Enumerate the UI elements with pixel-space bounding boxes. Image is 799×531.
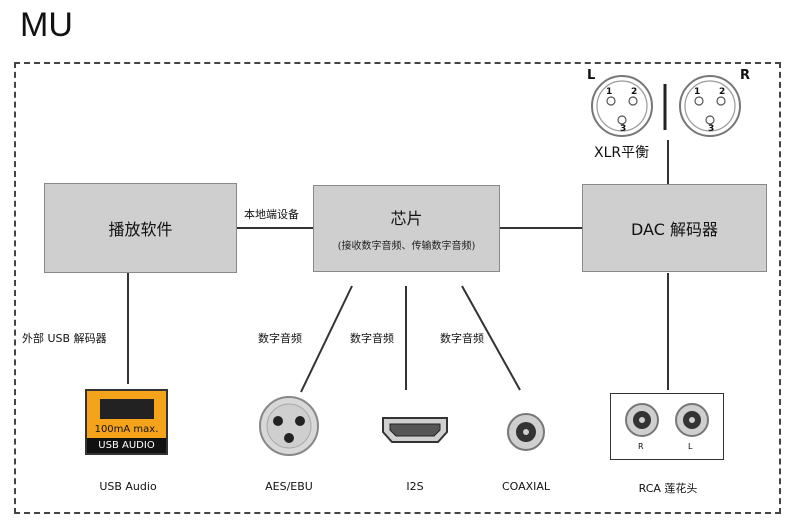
xlr-r-pin1: 1 xyxy=(694,87,701,97)
xlr-right-label: R xyxy=(740,68,751,83)
usb-port-icon xyxy=(100,399,154,419)
rca-left-label: L xyxy=(688,442,693,451)
output-label-aes-ebu: AES/EBU xyxy=(265,480,313,493)
output-label-usb-audio: USB Audio xyxy=(99,480,157,493)
digital-audio-label-coax: 数字音频 xyxy=(440,332,484,345)
digital-audio-label-i2s: 数字音频 xyxy=(350,332,394,345)
coaxial-connector-icon xyxy=(507,413,545,451)
chip-box: 芯片 (接收数字音频、传输数字音频) xyxy=(313,185,500,272)
link-chip-coax xyxy=(461,285,521,391)
usb-spec-label: 100mA max. xyxy=(94,424,159,435)
external-usb-label: 外部 USB 解码器 xyxy=(22,332,107,345)
rca-right-label: R xyxy=(638,442,644,451)
dac-box: DAC 解码器 xyxy=(582,184,767,272)
xlr-l-pin3: 3 xyxy=(620,124,627,134)
rca-jack-right-icon xyxy=(625,403,659,437)
dac-label: DAC 解码器 xyxy=(631,220,718,239)
player-software-label: 播放软件 xyxy=(108,220,173,239)
xlr-l-pin1: 1 xyxy=(606,87,613,97)
xlr-balanced-label: XLR平衡 xyxy=(594,145,650,161)
xlr-left-label: L xyxy=(587,68,596,83)
xlr-r-pin2: 2 xyxy=(719,87,726,97)
output-label-i2s: I2S xyxy=(406,480,424,493)
output-label-coaxial: COAXIAL xyxy=(501,480,551,493)
usb-audio-badge: USB AUDIO xyxy=(87,438,166,453)
link-chip-aes xyxy=(300,285,353,393)
chip-sublabel: (接收数字音频、传输数字音频) xyxy=(337,241,476,252)
rca-jack-left-icon xyxy=(675,403,709,437)
player-software-box: 播放软件 xyxy=(44,183,237,273)
xlr-l-pin2: 2 xyxy=(631,87,638,97)
aes-ebu-connector-icon xyxy=(259,396,319,456)
xlr-connector-icon xyxy=(591,75,741,137)
i2s-hdmi-connector-icon xyxy=(382,417,448,443)
xlr-connectors: L R 1 2 3 1 2 3 xyxy=(587,68,751,140)
device-boundary xyxy=(14,62,781,514)
usb-audio-device: 100mA max. USB AUDIO xyxy=(85,389,168,455)
digital-audio-label-aes: 数字音频 xyxy=(258,332,302,345)
xlr-r-pin3: 3 xyxy=(708,124,715,134)
page-title: MU xyxy=(20,6,73,44)
local-device-label: 本地端设备 xyxy=(244,208,299,221)
output-label-rca: RCA 莲花头 xyxy=(638,482,698,495)
rca-panel: R L xyxy=(610,393,724,460)
chip-label: 芯片 xyxy=(390,209,423,228)
